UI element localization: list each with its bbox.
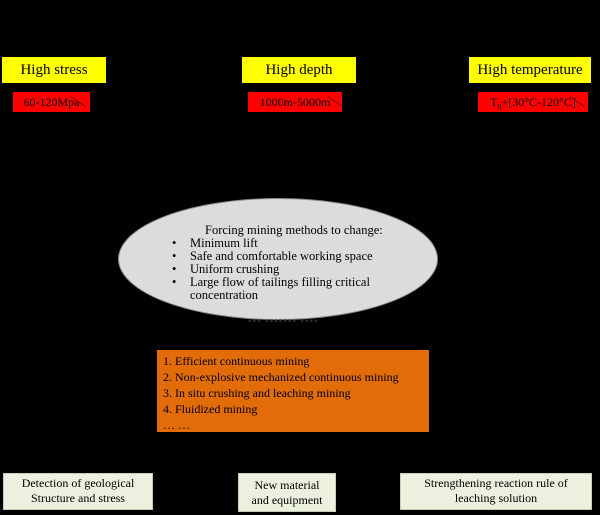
bottom-box-line: and equipment <box>251 493 323 507</box>
factor-high-temperature-label: High temperature <box>469 57 591 83</box>
bottom-box-line: Structure and stress <box>31 491 125 505</box>
bottom-box-line: New material <box>254 478 320 492</box>
method-item: 4. Fluidized mining <box>163 402 258 416</box>
bottom-box-geological: Detection of geological Structure and st… <box>3 473 153 510</box>
stress-value-text: 60-120Mpa <box>23 95 80 109</box>
factor-high-depth-value: 1000m-5000m <box>248 92 342 112</box>
factor-high-depth-label: High depth <box>242 57 356 83</box>
bottom-box-leaching: Strengthening reaction rule of leaching … <box>400 473 592 510</box>
factor-high-temperature-value: T0+[30°C-120°C] <box>478 92 588 112</box>
bottom-box-material: New material and equipment <box>238 473 336 512</box>
forcing-item: Uniform crushing <box>165 263 427 277</box>
bottom-box-line: leaching solution <box>454 491 538 505</box>
forcing-item: Large flow of tailings filling critical … <box>165 276 427 302</box>
mining-methods-box: 1. Efficient continuous mining 2. Non-ex… <box>157 350 429 432</box>
obscured-text-strip: ▪▪▪ ▪▪▪▪▪▪▪ ▪▪▪▪ <box>248 316 319 326</box>
factor-high-stress-value: 60-120Mpa <box>13 92 90 112</box>
bottom-box-line: Strengthening reaction rule of <box>424 476 568 490</box>
factor-high-stress-label: High stress <box>2 57 106 83</box>
method-item: … … <box>163 418 190 432</box>
method-item: 2. Non-explosive mechanized continuous m… <box>163 370 399 384</box>
method-item: 3. In situ crushing and leaching mining <box>163 386 351 400</box>
method-item: 1. Efficient continuous mining <box>163 354 310 368</box>
forcing-list: Minimum lift Safe and comfortable workin… <box>165 237 427 302</box>
forcing-title: Forcing mining methods to change: <box>205 223 383 237</box>
forcing-item: Minimum lift <box>165 237 427 251</box>
temperature-value-text: T0+[30°C-120°C] <box>490 95 576 112</box>
bottom-box-line: Detection of geological <box>21 476 135 490</box>
forcing-content: Forcing mining methods to change: Minimu… <box>165 224 427 302</box>
depth-value-text: 1000m-5000m <box>259 95 331 109</box>
forcing-item: Safe and comfortable working space <box>165 250 427 264</box>
